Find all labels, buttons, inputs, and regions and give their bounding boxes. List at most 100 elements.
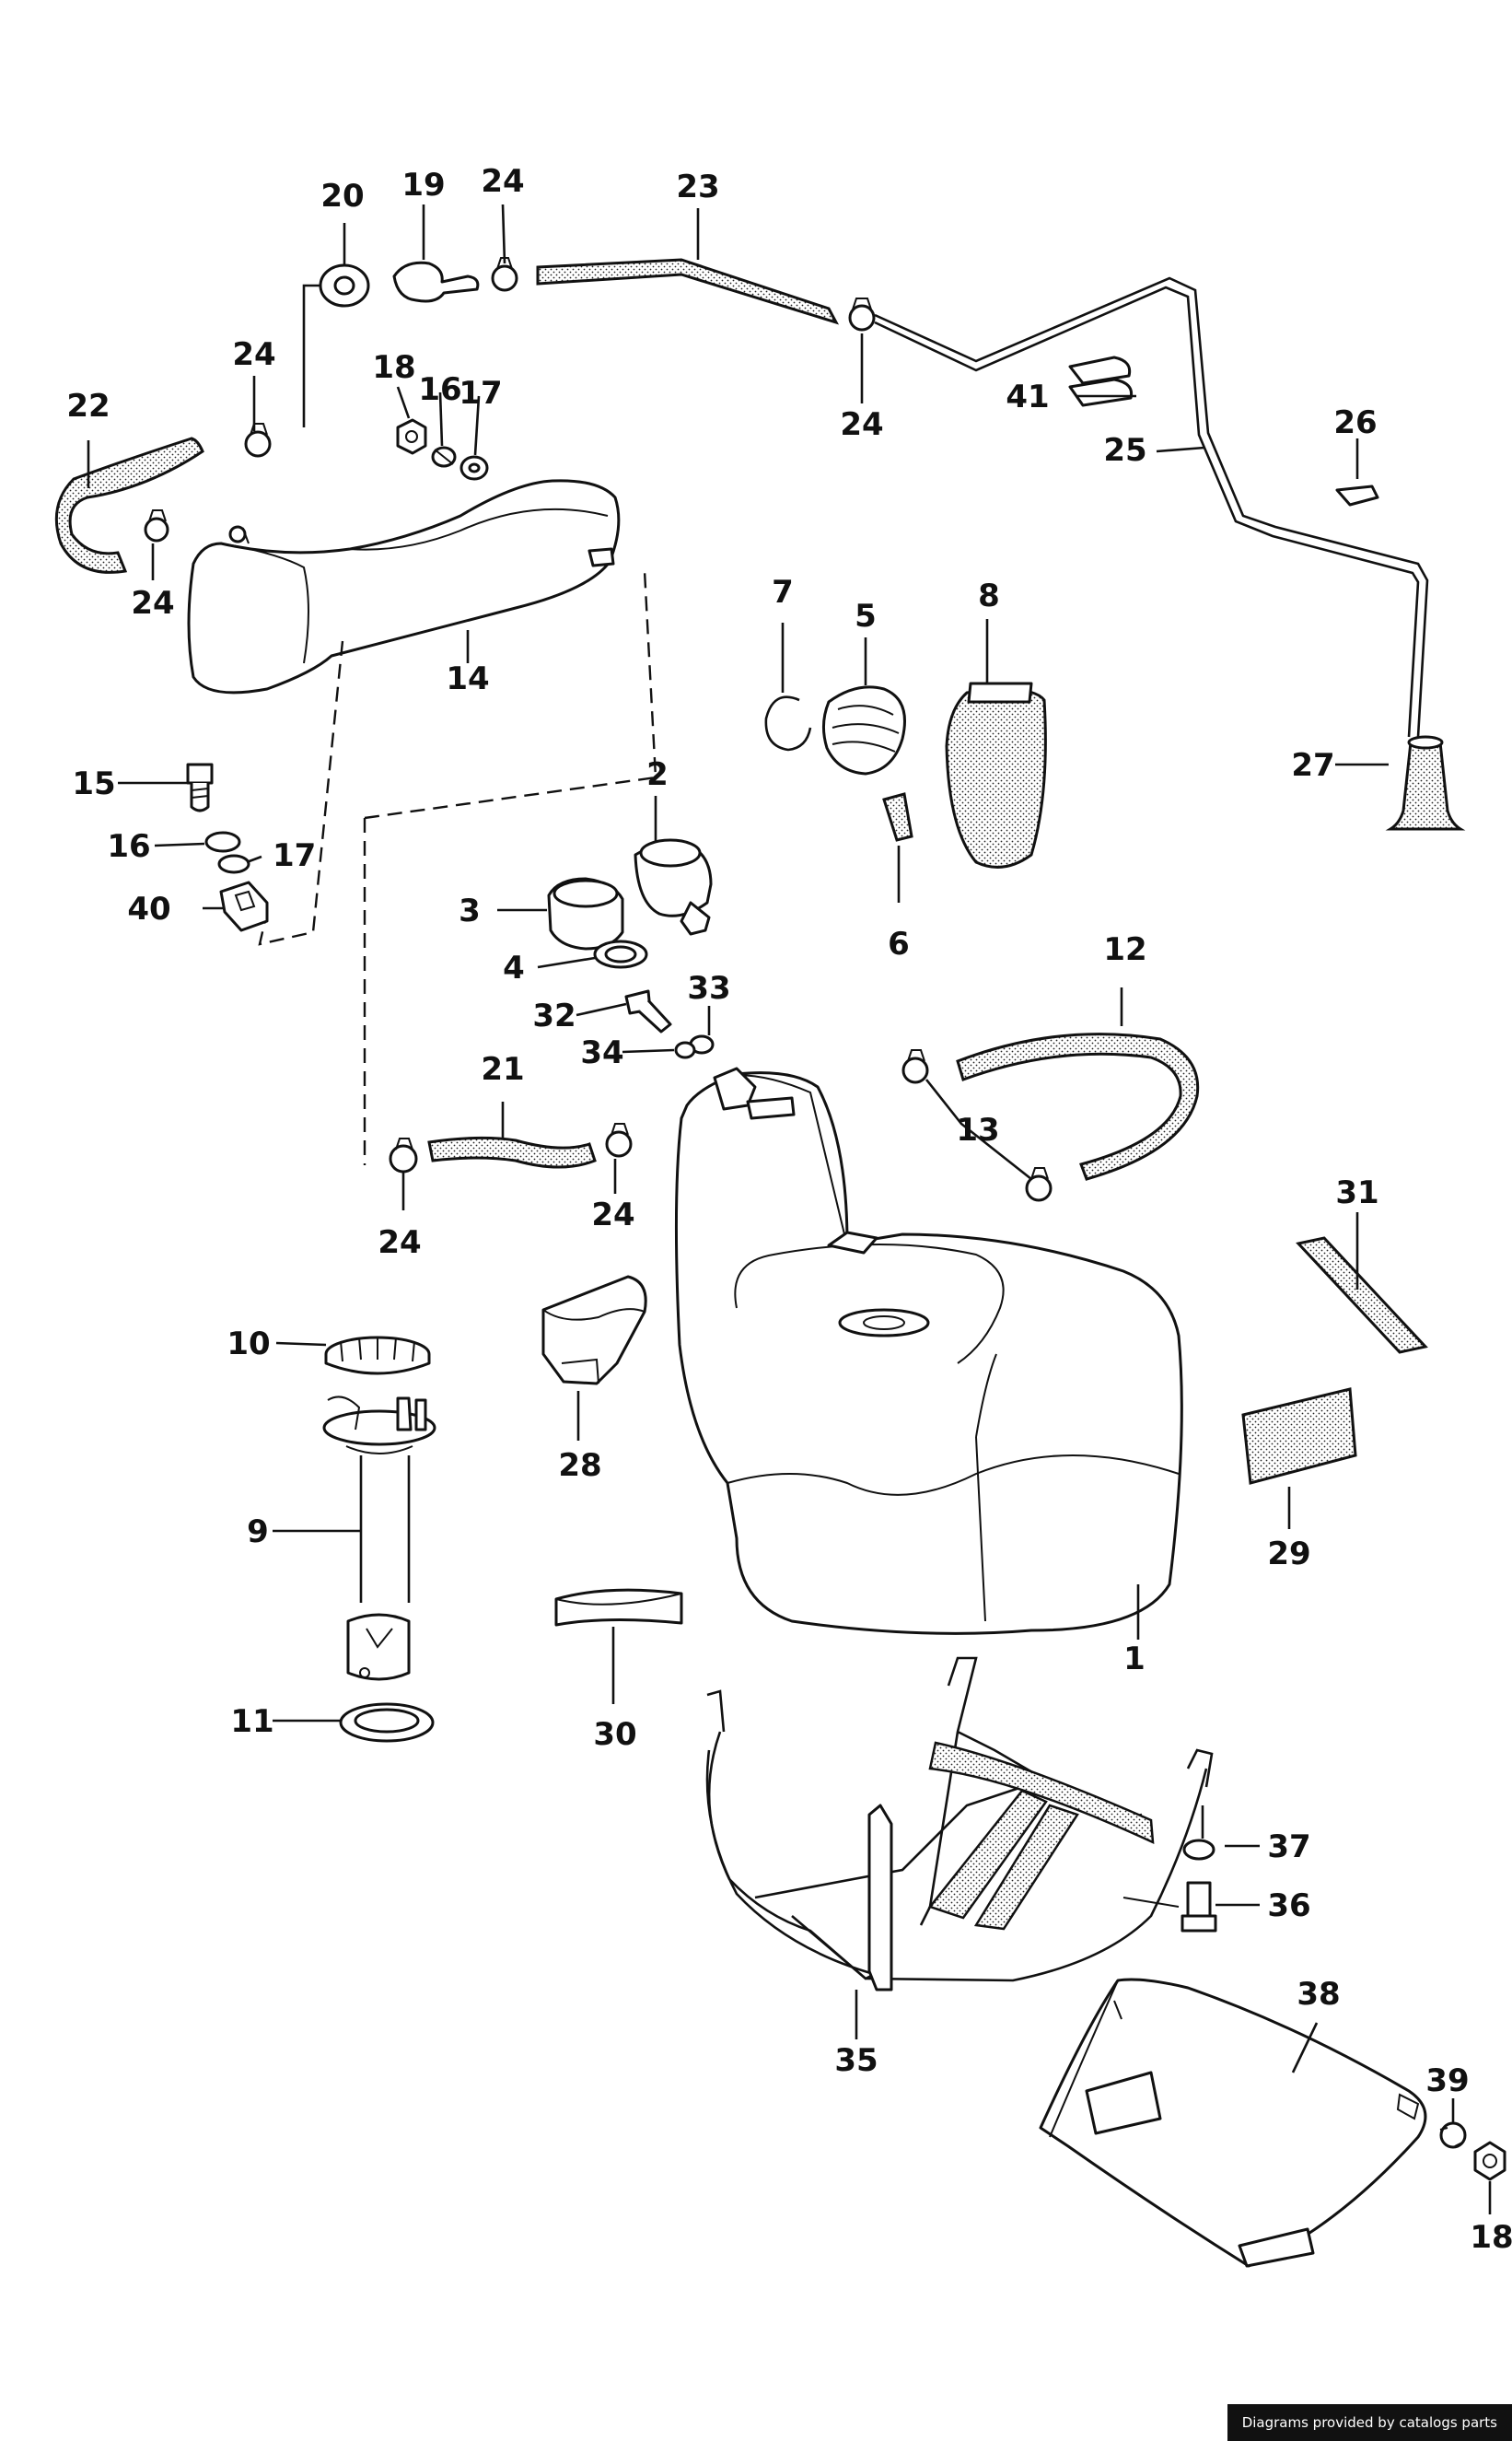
callout-24b: 24 (840, 406, 883, 443)
washer-17b (217, 854, 250, 874)
pipe-clip-41 (1068, 356, 1134, 407)
callout-26: 26 (1333, 404, 1377, 441)
callout-25: 25 (1103, 432, 1146, 469)
callout-22: 22 (66, 388, 110, 425)
spring-washer-16a (431, 446, 457, 468)
mount-40 (219, 881, 269, 932)
filler-cap-3 (547, 877, 624, 951)
hose-clip-24b (848, 298, 876, 332)
callout-24c: 24 (232, 336, 275, 373)
hose-22 (54, 437, 204, 574)
callout-7: 7 (772, 574, 794, 611)
washer-17a (459, 455, 489, 481)
callout-labels: 1 2 3 4 5 6 7 8 9 10 11 12 13 14 15 16 1… (66, 163, 1512, 2256)
locking-ring-10 (324, 1336, 431, 1375)
callout-5: 5 (855, 598, 877, 635)
callout-8: 8 (978, 578, 1000, 614)
hose-clip-24c (244, 423, 272, 458)
cover-plate-38 (1039, 1978, 1427, 2268)
credit-text: Diagrams provided by catalogs parts (1241, 2414, 1497, 2431)
callout-34: 34 (580, 1034, 623, 1071)
callout-16a: 16 (418, 371, 461, 408)
callout-17a: 17 (459, 375, 502, 412)
diagram-credit-footer: Diagrams provided by catalogs parts (1227, 2404, 1512, 2441)
seal-ring-4 (593, 940, 648, 969)
callout-40: 40 (127, 891, 170, 928)
spring-washer-34 (674, 1041, 696, 1059)
hose-clip-24e (389, 1138, 418, 1174)
callout-10: 10 (227, 1326, 270, 1362)
callout-12: 12 (1103, 931, 1146, 968)
callout-35: 35 (834, 2042, 878, 2079)
callout-3: 3 (459, 893, 481, 929)
nut-18b (1473, 2141, 1506, 2181)
hose-clip-24d (144, 509, 169, 543)
callout-39: 39 (1425, 2062, 1469, 2099)
bolt-36 (1181, 1881, 1217, 1933)
callout-21: 21 (481, 1051, 524, 1088)
callout-36: 36 (1267, 1887, 1310, 1924)
callout-17b: 17 (273, 837, 316, 874)
grommet-20 (319, 263, 370, 308)
callout-16b: 16 (107, 828, 150, 865)
callout-28: 28 (558, 1447, 601, 1484)
lock-washer-39 (1439, 2121, 1467, 2149)
fuel-tank-1 (674, 1067, 1183, 1635)
callout-2: 2 (646, 756, 669, 793)
screw-32 (624, 989, 672, 1034)
leader-lines (87, 204, 1492, 2214)
hose-21 (427, 1136, 597, 1169)
nut-18a (396, 418, 427, 455)
tank-cradle-35 (705, 1656, 1214, 1991)
pad-28 (541, 1275, 647, 1385)
callout-14: 14 (446, 660, 489, 697)
callout-6: 6 (888, 926, 910, 963)
pad-strip-31 (1296, 1236, 1428, 1354)
sender-unit-2 (634, 838, 713, 936)
callout-24f: 24 (591, 1197, 634, 1233)
vent-valve-19 (392, 261, 480, 303)
hose-clip-13b (1025, 1167, 1053, 1202)
seal-ring-11 (339, 1702, 435, 1743)
vent-filter-27 (1385, 735, 1466, 831)
pad-8 (945, 687, 1047, 869)
callout-20: 20 (320, 178, 364, 215)
hose-23 (536, 258, 840, 325)
dashed-mount-line-right (364, 570, 657, 820)
callout-9: 9 (247, 1513, 269, 1550)
callout-4: 4 (503, 950, 525, 987)
fuel-sender-tube-9 (322, 1396, 436, 1681)
pad-strip-30 (554, 1588, 683, 1627)
callout-18a: 18 (372, 349, 415, 386)
callout-15: 15 (72, 765, 115, 802)
clip-26 (1335, 485, 1379, 507)
callout-11: 11 (230, 1703, 273, 1740)
callout-1: 1 (1123, 1641, 1146, 1677)
filler-boot-5 (822, 685, 906, 776)
callout-37: 37 (1267, 1828, 1310, 1865)
callout-13: 13 (956, 1112, 999, 1149)
callout-24a: 24 (481, 163, 524, 200)
washer-37 (1182, 1839, 1215, 1861)
hose-clip-24a (491, 257, 518, 292)
hose-clip-13a (901, 1049, 929, 1084)
hose-clip-24f (605, 1123, 633, 1158)
expansion-tank-14 (187, 479, 621, 695)
pad-29 (1241, 1387, 1357, 1485)
callout-41: 41 (1006, 379, 1049, 415)
callout-31: 31 (1335, 1174, 1378, 1211)
callout-18b: 18 (1470, 2219, 1512, 2256)
callout-32: 32 (532, 998, 576, 1034)
callout-29: 29 (1267, 1536, 1310, 1572)
callout-23: 23 (676, 169, 719, 205)
retaining-ring-7 (764, 695, 812, 752)
callout-19: 19 (401, 167, 445, 204)
callout-30: 30 (593, 1716, 636, 1753)
hose-12 (956, 1033, 1200, 1181)
callout-27: 27 (1291, 747, 1334, 784)
callout-33: 33 (687, 970, 730, 1007)
callout-38: 38 (1297, 1976, 1340, 2013)
spring-washer-16b (204, 831, 241, 853)
vent-pipe-25 (874, 276, 1429, 738)
